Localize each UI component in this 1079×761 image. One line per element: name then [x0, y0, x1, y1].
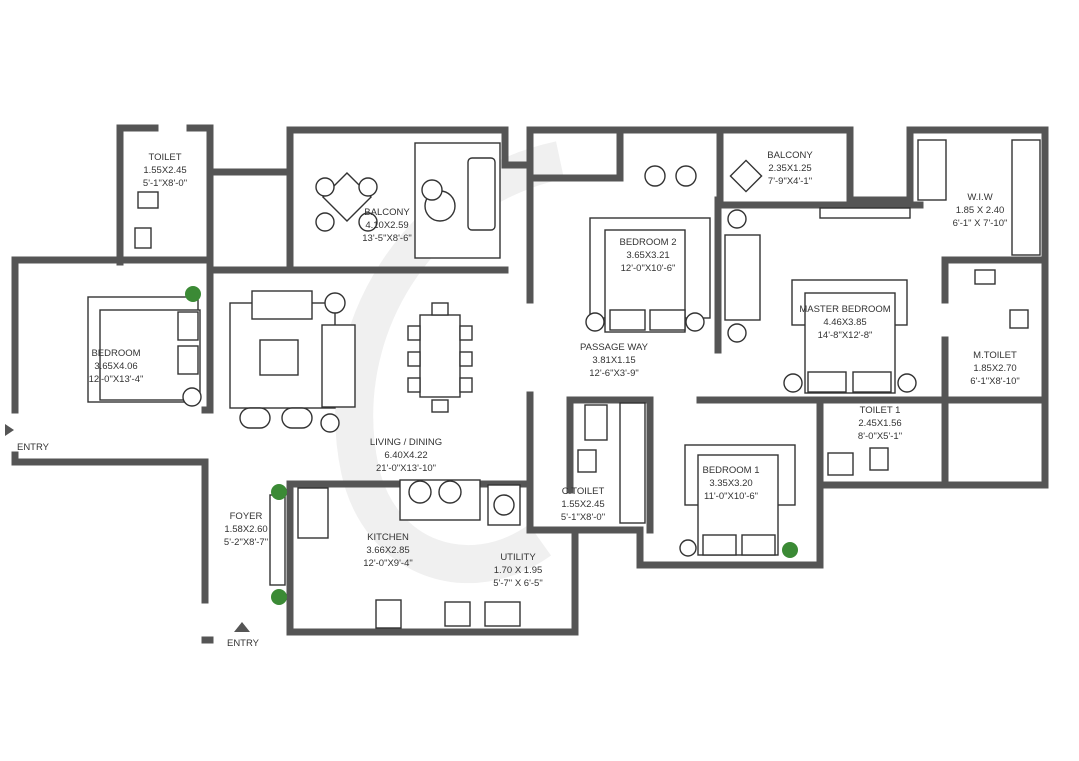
room-name: BALCONY	[767, 150, 813, 161]
room-metric: 1.55X2.45	[561, 499, 604, 510]
entry-label-bottom: ENTRY	[227, 638, 260, 649]
room-metric: 3.65X3.21	[626, 250, 669, 261]
room-imperial: 12'-0"X13'-4"	[89, 374, 144, 385]
room-imperial: 6'-1"X8'-10"	[970, 376, 1019, 387]
room-metric: 1.85 X 2.40	[956, 205, 1005, 216]
room-name: M.TOILET	[973, 350, 1017, 361]
room-imperial: 5'-1"X8'-0"	[143, 178, 187, 189]
room-metric: 3.35X3.20	[709, 478, 752, 489]
room-name: PASSAGE WAY	[580, 342, 649, 353]
room-name: BALCONY	[364, 207, 410, 218]
room-imperial: 12'-0"X10'-6"	[621, 263, 676, 274]
room-labels: TOILET 1.55X2.45 5'-1"X8'-0" BALCONY 4.10X2.…	[89, 150, 1020, 589]
room-imperial: 8'-0"X5'-1"	[858, 431, 902, 442]
furniture	[87, 139, 1041, 629]
room-metric: 1.70 X 1.95	[494, 565, 543, 576]
room-metric: 6.40X4.22	[384, 450, 427, 461]
room-imperial: 11'-0"X10'-6"	[704, 491, 758, 502]
room-imperial: 13'-5"X8'-6"	[362, 233, 411, 244]
entry-arrow-icon	[5, 424, 14, 436]
room-metric: 1.55X2.45	[143, 165, 186, 176]
room-metric: 1.85X2.70	[973, 363, 1016, 374]
entry-label-left: ENTRY	[17, 442, 50, 453]
room-metric: 2.45X1.56	[858, 418, 901, 429]
room-imperial: 5'-2"X8'-7"	[224, 537, 268, 548]
room-name: KITCHEN	[367, 532, 409, 543]
room-name: BEDROOM	[91, 348, 140, 359]
room-name: UTILITY	[500, 552, 536, 563]
room-metric: 2.35X1.25	[768, 163, 811, 174]
room-name: C.TOILET	[562, 486, 605, 497]
room-metric: 3.81X1.15	[592, 355, 635, 366]
room-name: TOILET	[148, 152, 181, 163]
room-metric: 4.10X2.59	[365, 220, 408, 231]
room-name: BEDROOM 1	[702, 465, 759, 476]
room-name: LIVING / DINING	[370, 437, 442, 448]
room-name: W.I.W	[967, 192, 992, 203]
room-metric: 3.65X4.06	[94, 361, 137, 372]
room-name: TOILET 1	[860, 405, 901, 416]
room-imperial: 21'-0"X13'-10"	[376, 463, 436, 474]
walls	[11, 124, 1049, 644]
room-metric: 4.46X3.85	[823, 317, 866, 328]
room-metric: 1.58X2.60	[224, 524, 267, 535]
room-imperial: 12'-0"X9'-4"	[363, 558, 412, 569]
room-name: FOYER	[230, 511, 263, 522]
room-imperial: 5'-1"X8'-0"	[561, 512, 605, 523]
entry-arrow-icon	[234, 622, 250, 632]
room-imperial: 12'-6"X3'-9"	[589, 368, 638, 379]
room-name: BEDROOM 2	[619, 237, 676, 248]
room-imperial: 6'-1" X 7'-10"	[953, 218, 1008, 229]
room-name: MASTER BEDROOM	[799, 304, 890, 315]
room-imperial: 14'-8"X12'-8"	[818, 330, 873, 341]
room-imperial: 7'-9"X4'-1"	[768, 176, 812, 187]
room-metric: 3.66X2.85	[366, 545, 409, 556]
room-imperial: 5'-7" X 6'-5"	[493, 578, 542, 589]
